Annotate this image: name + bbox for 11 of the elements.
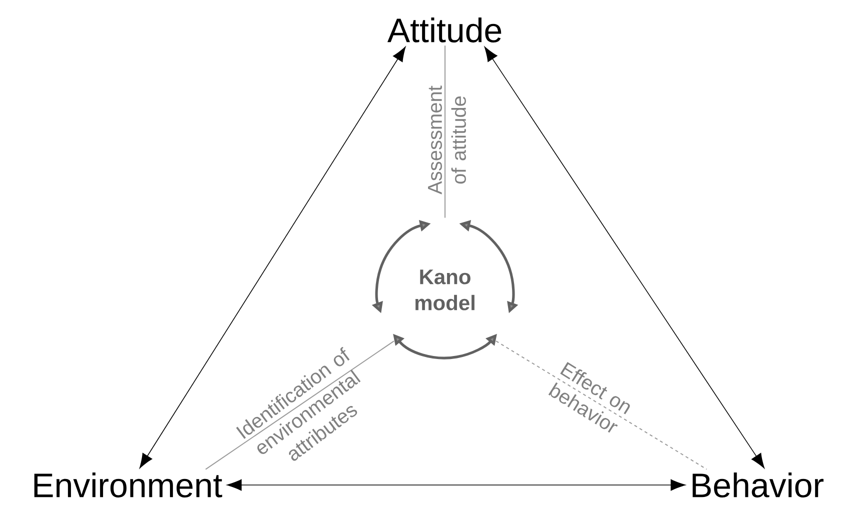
connector-line — [139, 46, 406, 468]
node-label: Behavior — [692, 472, 824, 498]
connector-line — [444, 45, 446, 218]
connector-line — [496, 340, 708, 470]
connector-line — [484, 46, 764, 468]
edge-label: Assessment of attitude — [428, 86, 466, 194]
node-label: Attitude — [387, 18, 502, 42]
connector-line — [205, 340, 394, 470]
connector-line — [226, 479, 686, 491]
node-label: Kano model — [415, 270, 474, 310]
node-label: Environment — [34, 472, 222, 498]
